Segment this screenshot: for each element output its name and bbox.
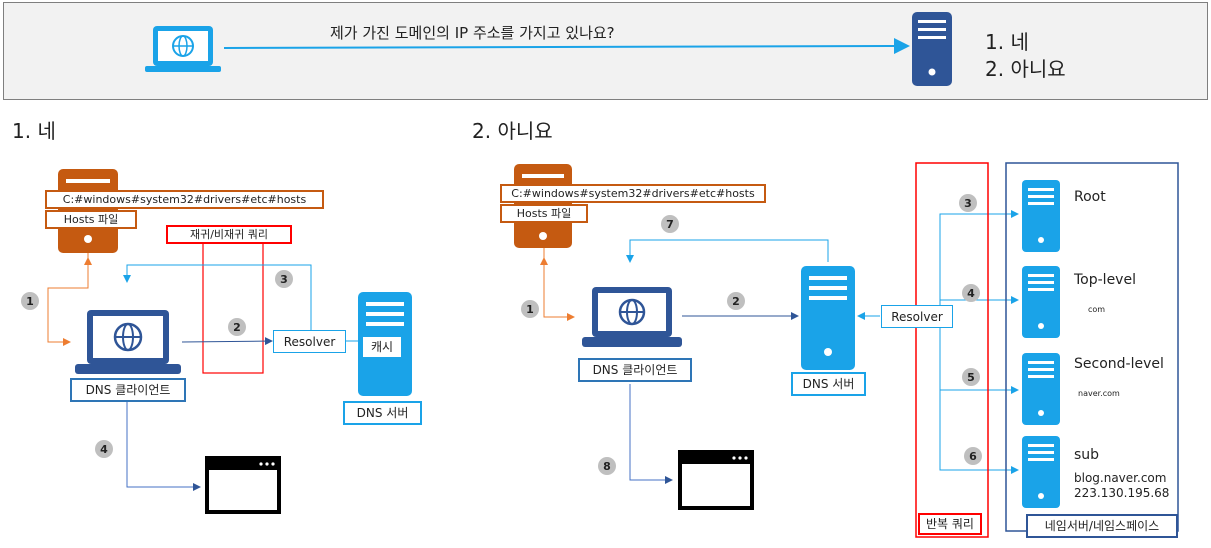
query-red-box bbox=[202, 239, 264, 374]
left-step-4: 4 bbox=[95, 440, 113, 458]
left-hosts-file: Hosts 파일 bbox=[45, 210, 137, 229]
left-step-3: 3 bbox=[275, 270, 293, 288]
right-dns-server-icon bbox=[801, 266, 855, 370]
left-browser-icon bbox=[205, 456, 281, 514]
right-step-6: 6 bbox=[964, 447, 982, 465]
right-step-5: 5 bbox=[962, 368, 980, 386]
right-client-laptop-icon bbox=[582, 287, 682, 347]
iterative-query-label: 반복 쿼리 bbox=[918, 513, 982, 535]
sub-domain: blog.naver.com bbox=[1074, 471, 1167, 485]
left-query-label: 재귀/비재귀 쿼리 bbox=[166, 225, 292, 244]
top-level-sub: com bbox=[1088, 305, 1106, 314]
right-step-4: 4 bbox=[962, 284, 980, 302]
right-browser-icon bbox=[678, 450, 754, 510]
right-line-8 bbox=[629, 384, 673, 484]
left-client-label: DNS 클라이언트 bbox=[70, 378, 186, 402]
second-level-label: Second-level bbox=[1074, 356, 1164, 372]
second-level-server-icon bbox=[1022, 353, 1060, 425]
laptop-icon bbox=[145, 26, 221, 72]
sub-server-icon bbox=[1022, 436, 1060, 508]
right-step-8: 8 bbox=[598, 457, 616, 475]
right-line-7 bbox=[626, 239, 829, 263]
second-level-sub: naver.com bbox=[1078, 389, 1120, 398]
right-client-label: DNS 클라이언트 bbox=[578, 358, 692, 382]
left-step-2: 2 bbox=[228, 318, 246, 336]
left-server-label: DNS 서버 bbox=[343, 401, 422, 425]
root-label: Root bbox=[1074, 189, 1106, 205]
left-line-4 bbox=[126, 398, 201, 491]
right-resolver: Resolver bbox=[881, 305, 953, 328]
heading-no: 2. 아니요 bbox=[472, 119, 553, 143]
heading-yes: 1. 네 bbox=[12, 119, 56, 143]
left-line-2 bbox=[181, 337, 273, 346]
right-server-label: DNS 서버 bbox=[791, 372, 866, 396]
left-resolver: Resolver bbox=[273, 330, 346, 353]
right-hosts-file: Hosts 파일 bbox=[500, 204, 588, 223]
right-line-iter bbox=[939, 210, 1019, 317]
root-server-icon bbox=[1022, 180, 1060, 252]
left-cache-label: 캐시 bbox=[362, 336, 402, 358]
iterative-red-box bbox=[915, 162, 989, 538]
sub-ip: 223.130.195.68 bbox=[1074, 486, 1170, 500]
right-step-7: 7 bbox=[661, 215, 679, 233]
sub-label: sub bbox=[1074, 447, 1100, 463]
left-client-laptop-icon bbox=[75, 310, 181, 374]
top-level-server-icon bbox=[1022, 266, 1060, 338]
right-step-3: 3 bbox=[959, 194, 977, 212]
right-step-1: 1 bbox=[521, 300, 539, 318]
question-text: 제가 가진 도메인의 IP 주소를 가지고 있나요? bbox=[330, 24, 615, 42]
right-line-1 bbox=[543, 240, 575, 321]
option-no: 2. 아니요 bbox=[985, 57, 1066, 81]
top-level-label: Top-level bbox=[1074, 272, 1136, 288]
server-icon bbox=[912, 12, 952, 86]
left-step-1: 1 bbox=[21, 292, 39, 310]
option-yes: 1. 네 bbox=[985, 30, 1029, 54]
left-hosts-path: C:#windows#system32#drivers#etc#hosts bbox=[45, 190, 324, 209]
right-hosts-path: C:#windows#system32#drivers#etc#hosts bbox=[500, 184, 766, 203]
nameserver-label: 네임서버/네임스페이스 bbox=[1026, 514, 1178, 538]
right-step-2: 2 bbox=[727, 292, 745, 310]
